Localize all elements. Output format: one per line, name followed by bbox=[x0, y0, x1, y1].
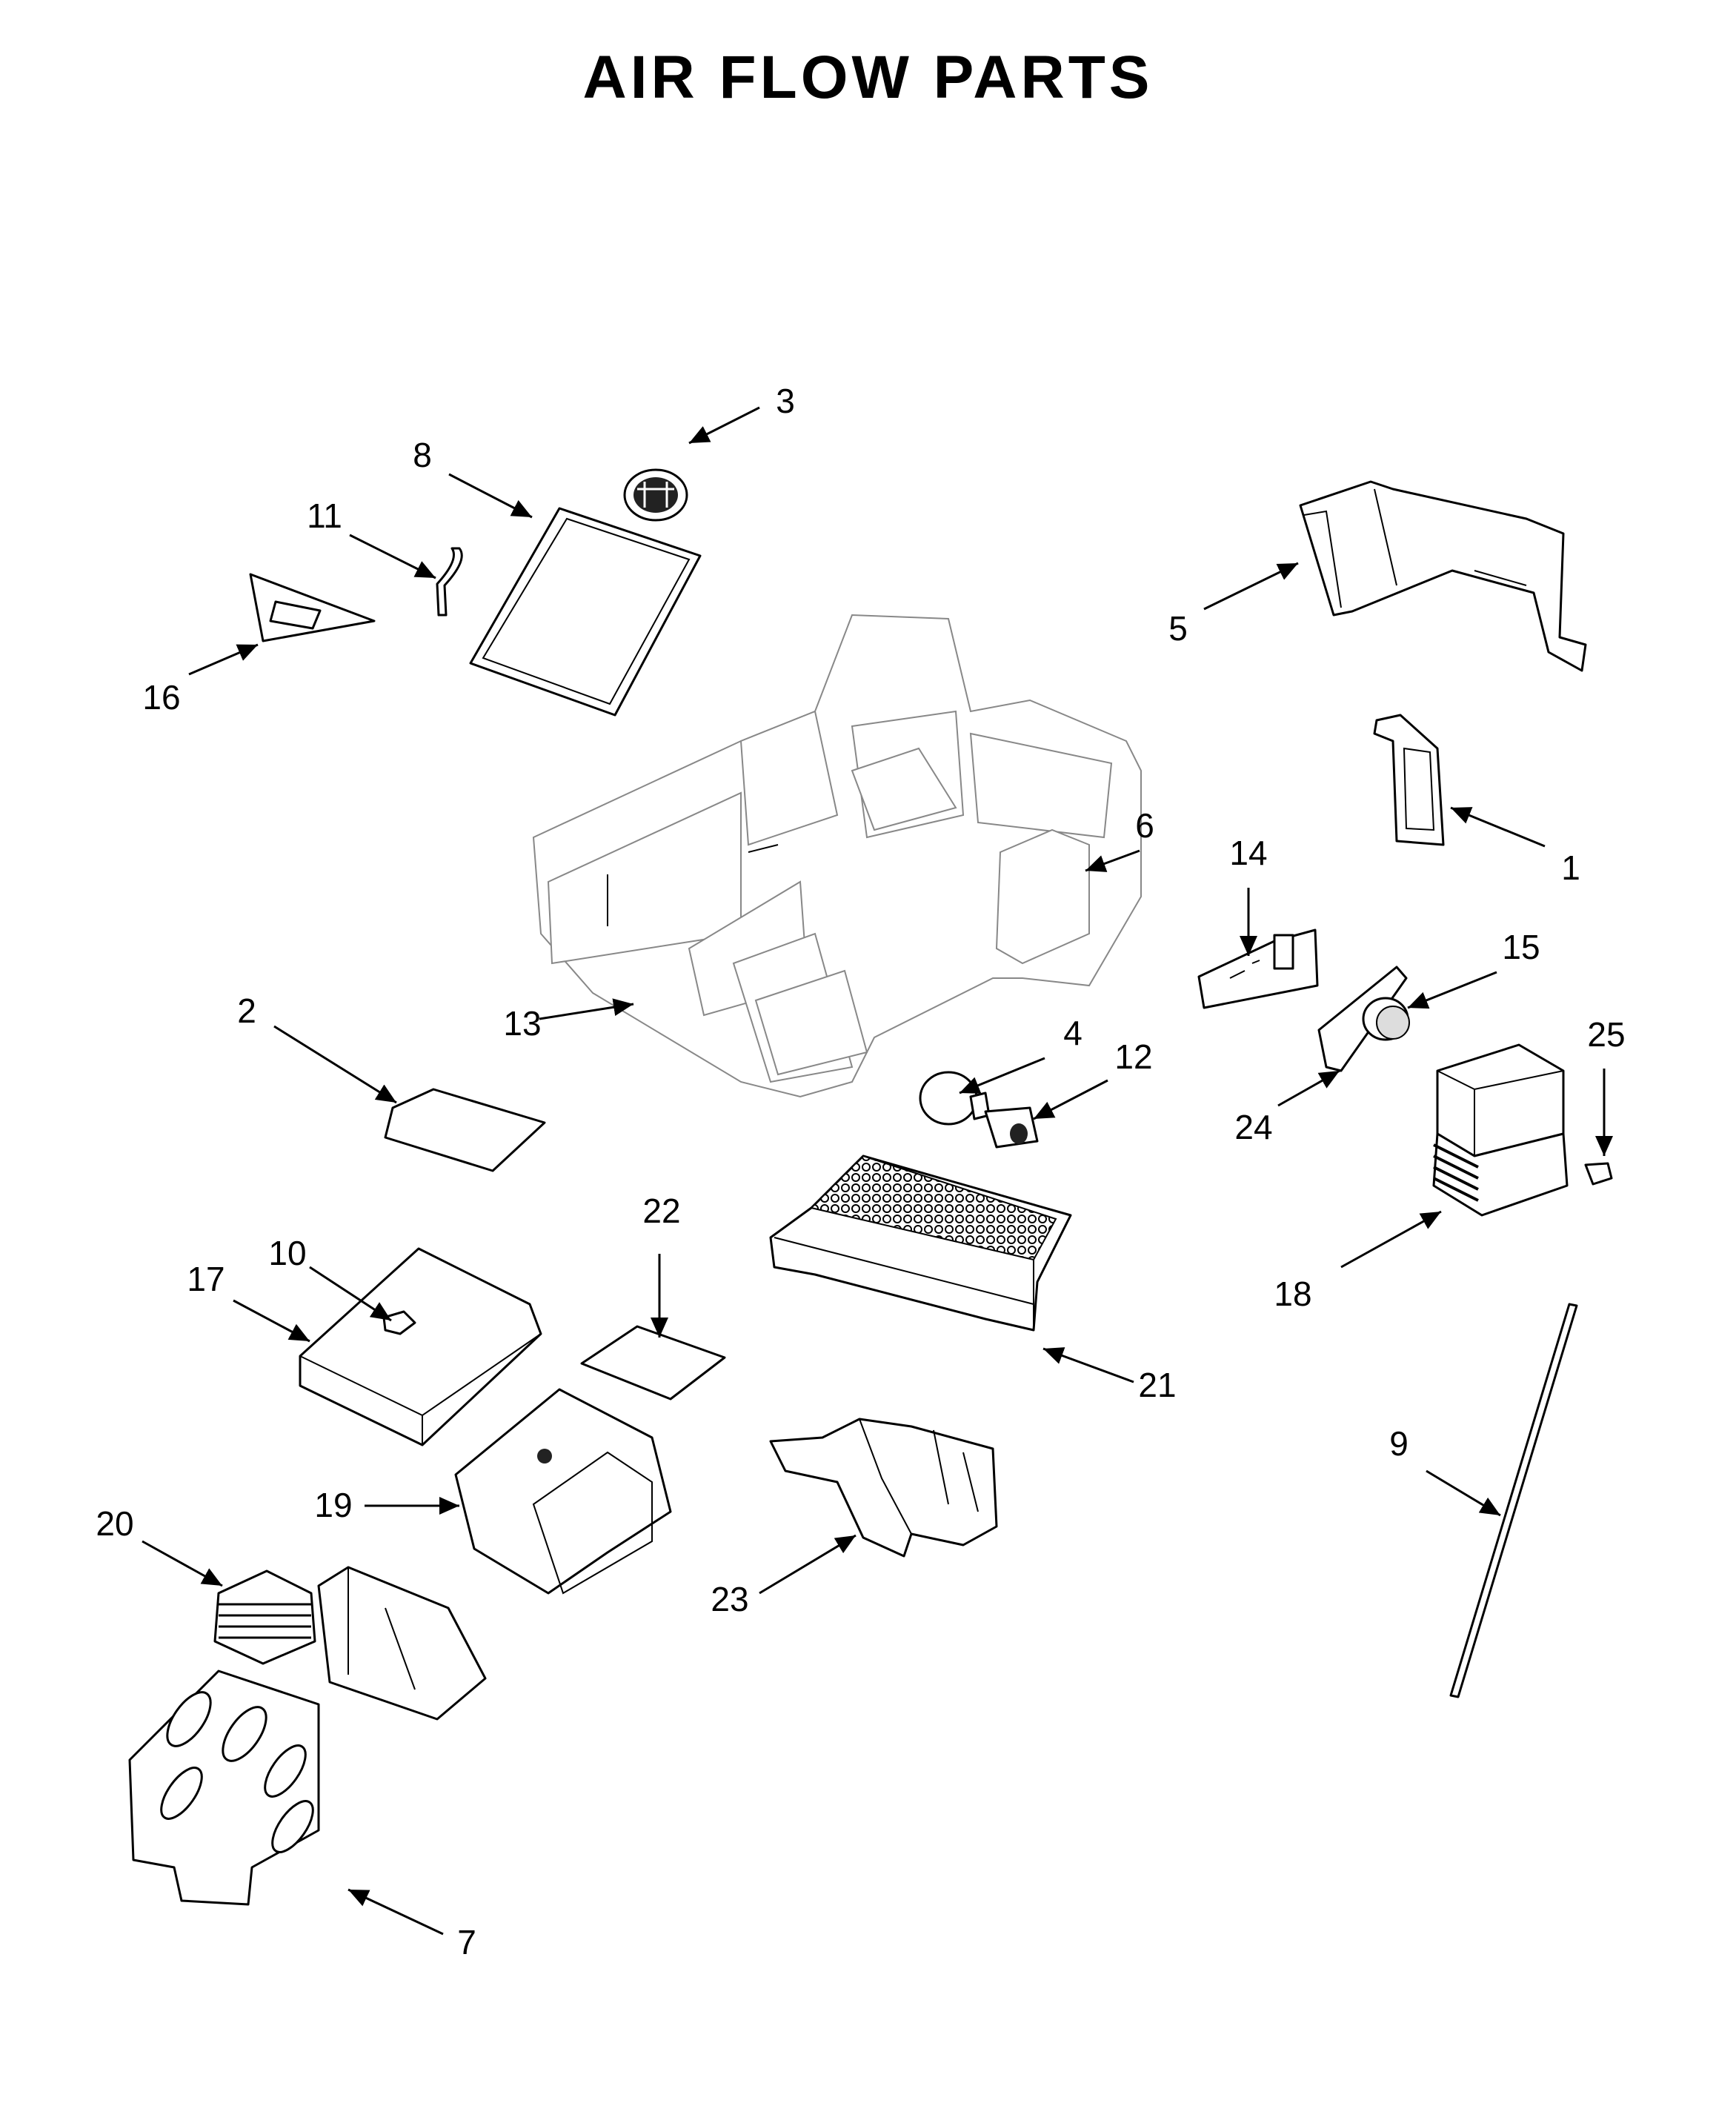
leader-lines bbox=[142, 406, 1613, 1936]
part-13-air-duct-housing bbox=[532, 614, 1142, 1098]
part-15-sensor-board bbox=[1317, 966, 1410, 1072]
part-8-filter-frame bbox=[469, 507, 702, 717]
callout-24: 24 bbox=[1234, 1108, 1272, 1146]
callout-labels: 3 8 11 16 5 1 6 14 15 4 12 25 24 18 13 2… bbox=[96, 382, 1625, 1961]
callout-8: 8 bbox=[413, 436, 432, 474]
part-12-lamp-socket bbox=[984, 1106, 1039, 1149]
callout-1: 1 bbox=[1561, 848, 1580, 887]
part-21-vent-grille bbox=[769, 1155, 1072, 1332]
callout-21: 21 bbox=[1138, 1366, 1176, 1404]
callout-20: 20 bbox=[96, 1504, 133, 1543]
part-4-lamp-bulb bbox=[919, 1071, 991, 1126]
callout-3: 3 bbox=[776, 382, 795, 420]
callout-15: 15 bbox=[1502, 928, 1540, 966]
part-19-shield bbox=[454, 1388, 672, 1595]
diagram-title: AIR FLOW PARTS bbox=[582, 44, 1154, 111]
part-18-transformer bbox=[1432, 1043, 1569, 1217]
callout-4: 4 bbox=[1063, 1014, 1082, 1052]
part-1-bracket bbox=[1373, 714, 1445, 846]
part-3-vent-damper bbox=[623, 468, 688, 522]
callout-10: 10 bbox=[268, 1234, 306, 1272]
callout-19: 19 bbox=[314, 1486, 352, 1524]
part-23-air-guide bbox=[769, 1418, 998, 1558]
callout-5: 5 bbox=[1168, 609, 1188, 648]
part-25-clip bbox=[1584, 1162, 1613, 1186]
callout-23: 23 bbox=[711, 1580, 748, 1618]
callout-25: 25 bbox=[1587, 1015, 1625, 1054]
callout-16: 16 bbox=[142, 678, 180, 717]
part-14-thermal-board bbox=[1197, 928, 1319, 1009]
callout-18: 18 bbox=[1274, 1275, 1311, 1313]
part-2-cover-plate bbox=[384, 1088, 546, 1172]
part-9-rod bbox=[1449, 1303, 1578, 1698]
callout-9: 9 bbox=[1389, 1424, 1409, 1463]
callout-12: 12 bbox=[1114, 1037, 1152, 1076]
callout-6: 6 bbox=[1135, 806, 1154, 845]
part-10-clip bbox=[382, 1310, 416, 1335]
callout-11: 11 bbox=[307, 496, 342, 535]
part-20-magnetron bbox=[213, 1566, 487, 1721]
part-7-shield-cover bbox=[128, 1670, 320, 1906]
callout-14: 14 bbox=[1229, 834, 1267, 872]
callout-7: 7 bbox=[457, 1923, 476, 1961]
part-11-tube bbox=[436, 547, 463, 617]
callout-17: 17 bbox=[187, 1260, 225, 1298]
part-16-plate bbox=[249, 573, 376, 642]
callout-2: 2 bbox=[237, 991, 256, 1030]
part-17-cover bbox=[299, 1247, 542, 1446]
part-22-sheet bbox=[580, 1325, 726, 1401]
callout-22: 22 bbox=[642, 1192, 680, 1230]
callout-13: 13 bbox=[503, 1004, 541, 1043]
part-5-duct-cover bbox=[1299, 480, 1587, 672]
